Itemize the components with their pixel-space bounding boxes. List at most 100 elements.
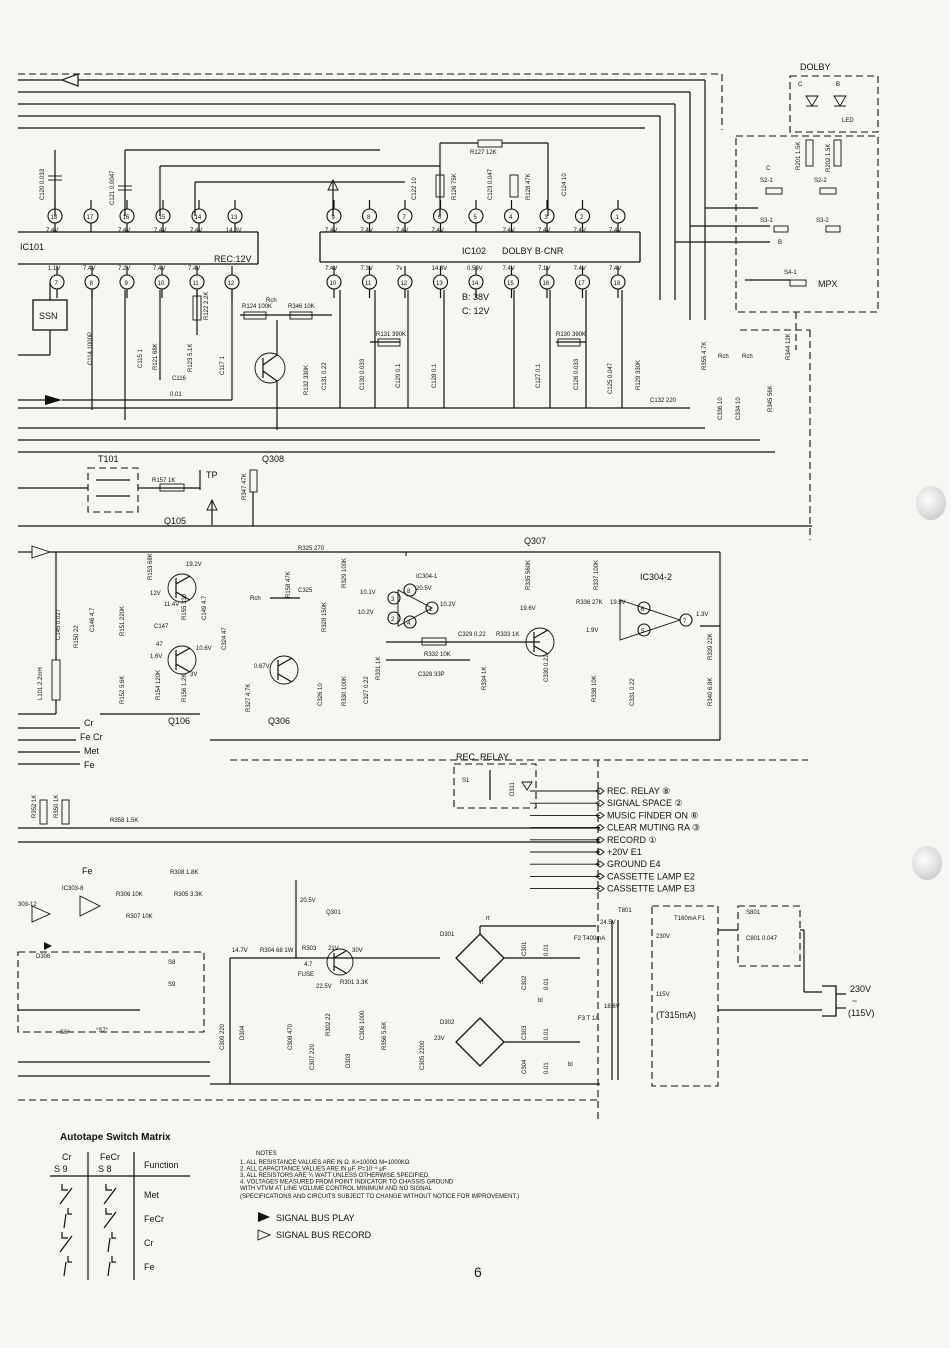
- f1-label: T160mA F1: [674, 916, 706, 922]
- ic102-bot-pin-voltage: 7.4V: [609, 266, 621, 272]
- ic102-top-pin: [361, 208, 378, 224]
- svg-text:0.01: 0.01: [544, 978, 550, 990]
- legend-play: SIGNAL BUS PLAY: [276, 1213, 355, 1223]
- ic101-top-pin-number: 18: [51, 215, 58, 221]
- svg-text:R350 1K: R350 1K: [54, 795, 60, 818]
- svg-text:R302 22: R302 22: [326, 1013, 332, 1036]
- ic102-bot-pin: [503, 274, 520, 290]
- matrix-function-label: FeCr: [144, 1214, 164, 1224]
- met-line-label: Met: [84, 746, 100, 756]
- connector-label: CASSETTE LAMP E3: [607, 884, 695, 894]
- lower-left-resistors: R352 1K R350 1K R358 1.5K: [18, 795, 600, 843]
- svg-text:C331 0.22: C331 0.22: [630, 678, 636, 706]
- svg-text:C120 0.033: C120 0.033: [40, 168, 46, 200]
- svg-text:C334 10: C334 10: [736, 397, 742, 420]
- svg-text:R121 68K: R121 68K: [153, 343, 159, 370]
- t801-label: T801: [618, 908, 632, 914]
- svg-text:R335 560K: R335 560K: [526, 560, 532, 590]
- r130-label: R130 390K: [556, 332, 586, 338]
- svg-text:R327 4.7K: R327 4.7K: [246, 684, 252, 712]
- ic101-bot-pin-number: 10: [158, 281, 165, 287]
- ic102-top-pin-voltage: 7.4V: [574, 228, 586, 234]
- f2-label: F2 T400mA: [574, 936, 605, 942]
- svg-text:C130 0.033: C130 0.033: [360, 358, 366, 390]
- svg-text:1.6V: 1.6V: [150, 654, 162, 660]
- svg-text:R155 330: R155 330: [182, 593, 188, 620]
- ic102-bot-pin-number: 11: [365, 281, 372, 287]
- r333-label: R333 1K: [496, 632, 519, 638]
- ic101-bot-pin-voltage: 1.1V: [48, 266, 60, 272]
- svg-text:R330 100K: R330 100K: [342, 676, 348, 706]
- ic101-top-pin-number: 14: [195, 215, 202, 221]
- note-line: 3. ALL RESISTORS ARE ¼ WATT UNLESS OTHER…: [240, 1173, 430, 1179]
- d301-label: D301: [440, 932, 455, 938]
- v14-7-label: 14.7V: [232, 948, 248, 954]
- svg-text:19.2V: 19.2V: [186, 562, 202, 568]
- ic102-top-pin: [326, 208, 342, 224]
- ic102-top-pin: [397, 208, 413, 224]
- svg-text:19.5V: 19.5V: [610, 600, 626, 606]
- rec-relay-title: REC. RELAY: [456, 752, 509, 762]
- ic102-bot-pin-number: 14: [472, 281, 479, 287]
- s3-1-label: S3-1: [760, 218, 773, 224]
- switch-position-symbol: [63, 1256, 72, 1277]
- ic102-top-pin: [539, 208, 555, 224]
- svg-text:8: 8: [407, 589, 411, 595]
- s2-2-label: S2-2: [814, 178, 827, 184]
- ic101-top-pin-voltage: 7.4V: [154, 228, 166, 234]
- amplifier-section: R325 270 Q307 Q106 19.2V 12V 11.4V 1.6V …: [18, 536, 808, 761]
- fecr-line-label: Fe Cr: [80, 732, 103, 742]
- ic101-bot-pin-voltage: 7.4V: [153, 266, 165, 272]
- svg-text:C336 10: C336 10: [718, 397, 724, 420]
- r308-label: R308 1.8K: [170, 870, 198, 876]
- ic102-bot-pin: [468, 274, 484, 290]
- r201-label: R201 1.5K: [796, 142, 802, 170]
- svg-text:C115 1: C115 1: [138, 348, 144, 368]
- v21-label: 21V: [328, 946, 339, 952]
- ic304-2-label: IC304-2: [640, 572, 672, 582]
- connector-label: +20V E1: [607, 847, 642, 857]
- q306-label: Q306: [268, 716, 290, 726]
- ic101-bot-pin-number: 12: [228, 281, 235, 287]
- svg-text:C147: C147: [154, 624, 169, 630]
- matrix-col2-top: FeCr: [100, 1152, 120, 1162]
- ic102-bot-pin-voltage: 7.3V: [361, 266, 373, 272]
- svg-text:D304: D304: [240, 1025, 246, 1040]
- svg-text:0.01: 0.01: [544, 944, 550, 956]
- svg-text:R151 220K: R151 220K: [120, 606, 126, 636]
- note-line: 4. VOLTAGES MEASURED FROM POINT INDICATO…: [240, 1180, 454, 1186]
- ic304-1-label: IC304-1: [416, 574, 438, 580]
- tp-label: TP: [206, 470, 218, 480]
- r332-label: R332 10K: [424, 652, 451, 658]
- ic102-top-pin-voltage: 7.4V: [432, 228, 444, 234]
- bias-section: T101 R157 1K TP Q105 Q308 R347 47K: [18, 454, 812, 527]
- s2-1-label: S2-1: [760, 178, 773, 184]
- svg-text:R132 330K: R132 330K: [304, 365, 310, 395]
- switch-position-symbol: [59, 1232, 73, 1253]
- svg-text:C129 0.1: C129 0.1: [396, 363, 402, 388]
- svg-text:47: 47: [156, 642, 163, 648]
- ic102-bot-pin-number: 16: [543, 281, 550, 287]
- q301-label: Q301: [326, 910, 341, 916]
- ic303-section: Fe IC303-8 R308 1.8K R306 10K R305 3.3K …: [17, 866, 598, 1101]
- ic101-top-pin-number: 15: [159, 215, 166, 221]
- svg-text:3: 3: [391, 597, 395, 603]
- page-number: 6: [474, 1264, 482, 1280]
- ic102-bot-pin-voltage: 7v: [396, 266, 402, 272]
- tape-type-lines: Cr Fe Cr Met Fe: [18, 718, 103, 770]
- svg-text:0.01: 0.01: [544, 1062, 550, 1074]
- svg-text:R153 68K: R153 68K: [148, 553, 154, 580]
- svg-text:R328 150K: R328 150K: [322, 602, 328, 632]
- v30-label: 30V: [352, 948, 363, 954]
- svg-text:C116: C116: [172, 376, 187, 382]
- connector-label: MUSIC FINDER ON ⑥: [607, 810, 699, 820]
- ic101-bot-pin-voltage: 7.4V: [188, 266, 200, 272]
- ic102-name: DOLBY B·CNR: [502, 246, 564, 256]
- mpx-label: MPX: [818, 279, 838, 289]
- svg-text:D303: D303: [346, 1053, 352, 1068]
- ic101-bot-pin-number: 7: [55, 281, 59, 287]
- q105-label: Q105: [164, 516, 186, 526]
- svg-text:R122 2.2K: R122 2.2K: [204, 292, 210, 320]
- rch-label-top: Rch: [266, 298, 277, 304]
- matrix-title: Autotape Switch Matrix: [60, 1132, 171, 1143]
